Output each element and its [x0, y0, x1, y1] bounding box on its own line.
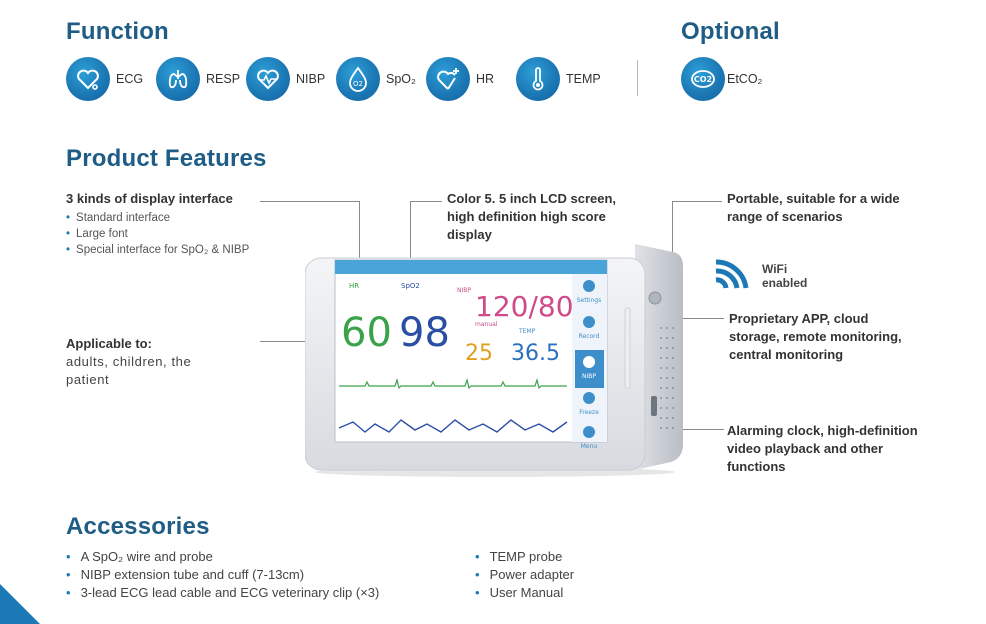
function-label: HR: [476, 72, 495, 86]
list-item: 3-lead ECG lead cable and ECG veterinary…: [66, 584, 380, 602]
nibp-mode: manual: [475, 321, 498, 328]
portable-feature-line-2: range of scenarios: [727, 209, 843, 224]
app-feature-line-2: storage, remote monitoring,: [729, 329, 902, 344]
wifi-label: WiFi enabled: [762, 262, 807, 290]
function-item-temp: TEMP: [516, 57, 601, 101]
function-label: SpO₂: [386, 72, 416, 86]
function-label: NIBP: [296, 72, 326, 86]
function-divider: [637, 60, 638, 96]
leader-line: [672, 201, 722, 202]
lcd-feature-line-3: display: [447, 227, 492, 242]
svg-text:CO2: CO2: [694, 75, 712, 84]
accessories-heading: Accessories: [66, 513, 210, 540]
list-item: Special interface for SpO₂ & NIBP: [66, 242, 249, 258]
accessories-list-right: TEMP probe Power adapter User Manual: [475, 548, 575, 602]
function-label: RESP: [206, 72, 241, 86]
spo2-value: 98: [399, 310, 450, 356]
alarm-feature-line-2: video playback and other: [727, 441, 884, 456]
display-interface-title: 3 kinds of display interface: [66, 191, 233, 206]
list-item: NIBP extension tube and cuff (7-13cm): [66, 566, 379, 584]
list-item: A SpO₂ wire and probe: [66, 548, 379, 566]
menu-freeze: Freeze: [579, 409, 599, 416]
function-label: ECG: [116, 72, 144, 86]
alarm-feature-line-3: functions: [727, 459, 786, 474]
optional-heading: Optional: [681, 18, 780, 45]
resp-value: 25: [465, 341, 493, 366]
nibp-value: 120/80: [475, 290, 574, 323]
leader-line: [672, 201, 673, 295]
list-item: Standard interface: [66, 210, 249, 226]
function-label: TEMP: [566, 72, 601, 86]
leader-line: [260, 201, 360, 202]
wifi-line-2: enabled: [762, 276, 808, 290]
co2-icon: CO2: [691, 70, 715, 88]
leader-line: [410, 201, 442, 202]
pleth-waveform: [338, 419, 568, 433]
heart-stethoscope-icon: [77, 69, 99, 90]
portable-feature-line-1: Portable, suitable for a wide: [727, 191, 900, 206]
lcd-feature-line-2: high definition high score: [447, 209, 606, 224]
function-item-nibp: NIBP: [246, 57, 325, 101]
alarm-feature-line-1: Alarming clock, high-definition: [727, 423, 918, 438]
product-features-heading: Product Features: [66, 145, 267, 172]
lcd-feature-line-1: Color 5. 5 inch LCD screen,: [447, 191, 617, 206]
leader-line: [410, 201, 411, 283]
function-heading: Function: [66, 18, 169, 45]
wifi-icon: [715, 259, 749, 289]
display-interface-list: Standard interface Large font Special in…: [66, 210, 249, 258]
wifi-line-1: WiFi: [762, 262, 788, 276]
function-item-resp: RESP: [156, 57, 240, 101]
nibp-label: NIBP: [457, 287, 471, 294]
hr-label: HR: [349, 282, 359, 290]
menu-settings: Settings: [577, 297, 602, 304]
list-item: TEMP probe: [475, 548, 574, 566]
thermometer-icon: [532, 67, 544, 91]
applicable-line-2: patient: [66, 372, 110, 387]
ecg-waveform: [339, 377, 567, 390]
heart-plus-icon: [437, 68, 459, 90]
optional-label: EtCO₂: [727, 72, 763, 86]
leader-line: [359, 201, 360, 283]
leader-line: [260, 341, 325, 342]
accessories-list-left: A SpO₂ wire and probe NIBP extension tub…: [66, 548, 380, 602]
list-item: User Manual: [475, 584, 574, 602]
leader-line: [662, 318, 724, 319]
applicable-line-1: adults, children, the: [66, 354, 192, 369]
menu-record: Record: [579, 333, 600, 340]
hr-value: 60: [341, 310, 392, 356]
applicable-title: Applicable to:: [66, 336, 152, 351]
function-item-hr: HR: [426, 57, 494, 101]
app-feature-line-3: central monitoring: [729, 347, 844, 362]
function-item-ecg: ECG: [66, 57, 143, 101]
function-item-spo2: O2 SpO₂: [336, 57, 416, 101]
svg-text:O2: O2: [353, 80, 363, 88]
list-item: Large font: [66, 226, 249, 242]
menu-nibp: NIBP: [582, 373, 596, 380]
lungs-icon: [168, 70, 188, 89]
menu-menu: Menu: [581, 443, 598, 450]
temp-value: 36.5: [511, 341, 560, 366]
heart-pulse-icon: [257, 69, 279, 90]
oxygen-drop-icon: O2: [349, 66, 367, 92]
list-item: Power adapter: [475, 566, 575, 584]
app-feature-line-1: Proprietary APP, cloud: [729, 311, 869, 326]
optional-item-etco2: CO2 EtCO₂: [681, 57, 762, 101]
patient-monitor-device: Settings Record NIBP Freeze Menu HR SpO2…: [305, 244, 683, 477]
corner-decoration: [0, 584, 40, 624]
spo2-label: SpO2: [401, 282, 420, 290]
temp-label: TEMP: [518, 328, 536, 335]
